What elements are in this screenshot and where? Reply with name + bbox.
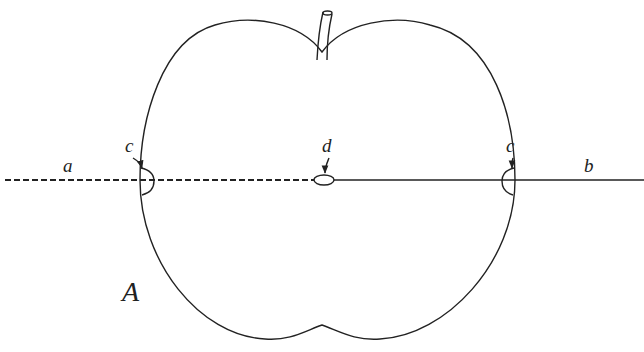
part-letter: a: [63, 156, 73, 175]
leader-line: [325, 158, 329, 173]
apple-stem: [317, 12, 332, 60]
solid-axis: [334, 179, 644, 181]
part-letter: c: [125, 136, 133, 155]
stem-end: [323, 11, 332, 15]
right-bump: [502, 168, 514, 195]
leader-line: [133, 158, 142, 168]
core-mark: [314, 175, 334, 185]
part-letter: c: [506, 136, 514, 155]
figure-letter: A: [122, 278, 139, 306]
dashed-axis: [5, 179, 314, 181]
part-letter: d: [322, 136, 332, 155]
left-bump: [141, 168, 154, 195]
leader-line: [512, 158, 513, 168]
part-letter: b: [584, 156, 594, 175]
